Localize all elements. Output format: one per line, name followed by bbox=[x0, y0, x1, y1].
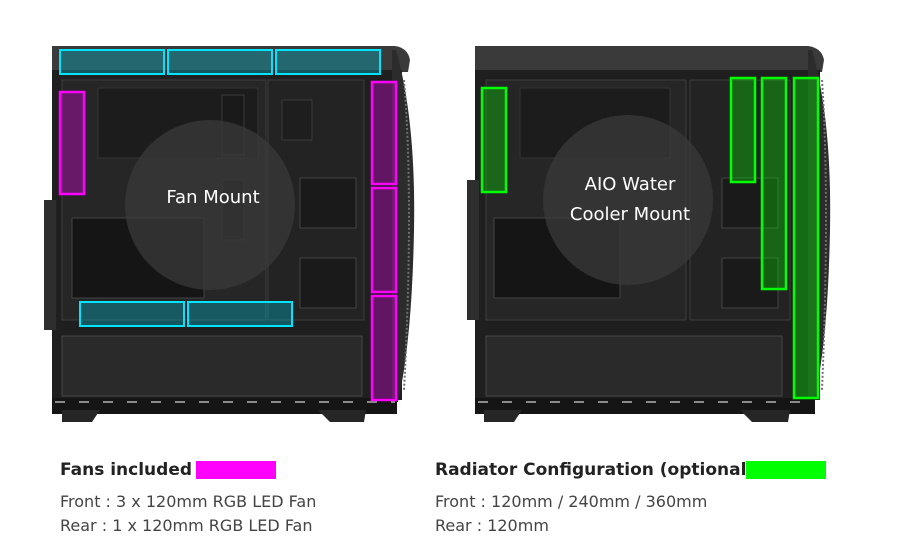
legend-right-line-1: Front : 120mm / 240mm / 360mm bbox=[435, 492, 708, 511]
legend-left-swatch bbox=[196, 461, 276, 479]
aio-mount-label-line2: Cooler Mount bbox=[569, 204, 691, 225]
legend-right-line-2: Rear : 120mm bbox=[435, 516, 549, 535]
legend-left-line-2: Rear : 1 x 120mm RGB LED Fan bbox=[60, 516, 313, 535]
right-case-illustration bbox=[467, 46, 831, 422]
aio-mount-label-line1: AIO Water bbox=[584, 174, 676, 195]
legend-left-title: Fans included bbox=[60, 460, 193, 480]
aio-mount-label: AIO Water Cooler Mount bbox=[545, 170, 715, 230]
case-illustrations bbox=[44, 46, 831, 422]
legend-left-line-1: Front : 3 x 120mm RGB LED Fan bbox=[60, 492, 317, 511]
legend-right-swatch bbox=[746, 461, 826, 479]
legend-right-title: Radiator Configuration (optional) bbox=[435, 460, 755, 480]
fan-mount-label: Fan Mount bbox=[166, 187, 260, 208]
left-case-illustration bbox=[44, 46, 415, 422]
